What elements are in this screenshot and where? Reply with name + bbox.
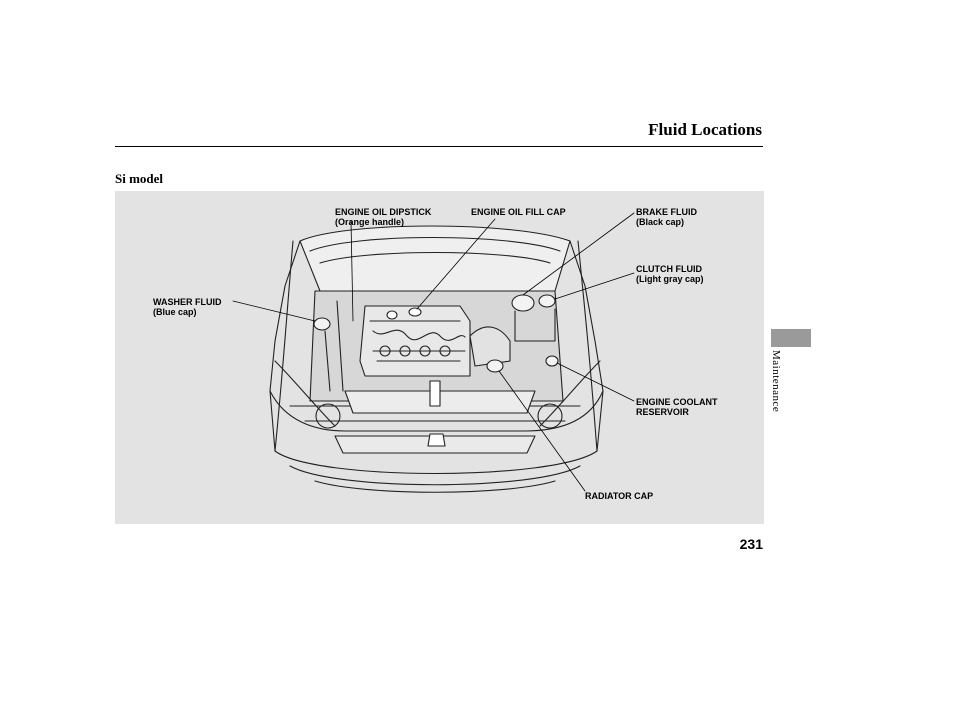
label-engine-coolant-reservoir-line2: RESERVOIR bbox=[636, 407, 689, 417]
label-engine-coolant-reservoir: ENGINE COOLANT RESERVOIR bbox=[636, 397, 718, 417]
label-engine-oil-fill-cap: ENGINE OIL FILL CAP bbox=[471, 207, 566, 217]
label-radiator-cap-title: RADIATOR CAP bbox=[585, 491, 654, 501]
page-number: 231 bbox=[739, 536, 763, 552]
model-subtitle: Si model bbox=[115, 171, 164, 186]
label-washer-fluid-note: (Blue cap) bbox=[153, 307, 197, 317]
title-rule bbox=[115, 146, 763, 147]
label-clutch-fluid: CLUTCH FLUID (Light gray cap) bbox=[636, 264, 704, 284]
engine-bay-illustration bbox=[232, 212, 635, 493]
label-brake-fluid-title: BRAKE FLUID bbox=[636, 207, 697, 217]
label-engine-oil-dipstick-note: (Orange handle) bbox=[335, 217, 405, 227]
label-radiator-cap: RADIATOR CAP bbox=[585, 491, 653, 501]
label-washer-fluid-title: WASHER FLUID bbox=[153, 297, 222, 307]
label-brake-fluid: BRAKE FLUID (Black cap) bbox=[636, 207, 697, 227]
label-brake-fluid-note: (Black cap) bbox=[636, 217, 685, 227]
section-tab bbox=[771, 329, 811, 347]
section-label: Maintenance bbox=[770, 350, 782, 413]
label-engine-coolant-reservoir-title: ENGINE COOLANT bbox=[636, 397, 718, 407]
label-clutch-fluid-note: (Light gray cap) bbox=[636, 274, 704, 284]
label-engine-oil-dipstick-title: ENGINE OIL DIPSTICK bbox=[335, 207, 432, 217]
label-engine-oil-fill-cap-title: ENGINE OIL FILL CAP bbox=[471, 207, 566, 217]
engine-bay-figure: ENGINE OIL DIPSTICK (Orange handle) ENGI… bbox=[115, 191, 764, 524]
label-clutch-fluid-title: CLUTCH FLUID bbox=[636, 264, 702, 274]
label-washer-fluid: WASHER FLUID (Blue cap) bbox=[153, 297, 222, 317]
page-title: Fluid Locations bbox=[648, 120, 762, 139]
label-engine-oil-dipstick: ENGINE OIL DIPSTICK (Orange handle) bbox=[335, 207, 431, 227]
